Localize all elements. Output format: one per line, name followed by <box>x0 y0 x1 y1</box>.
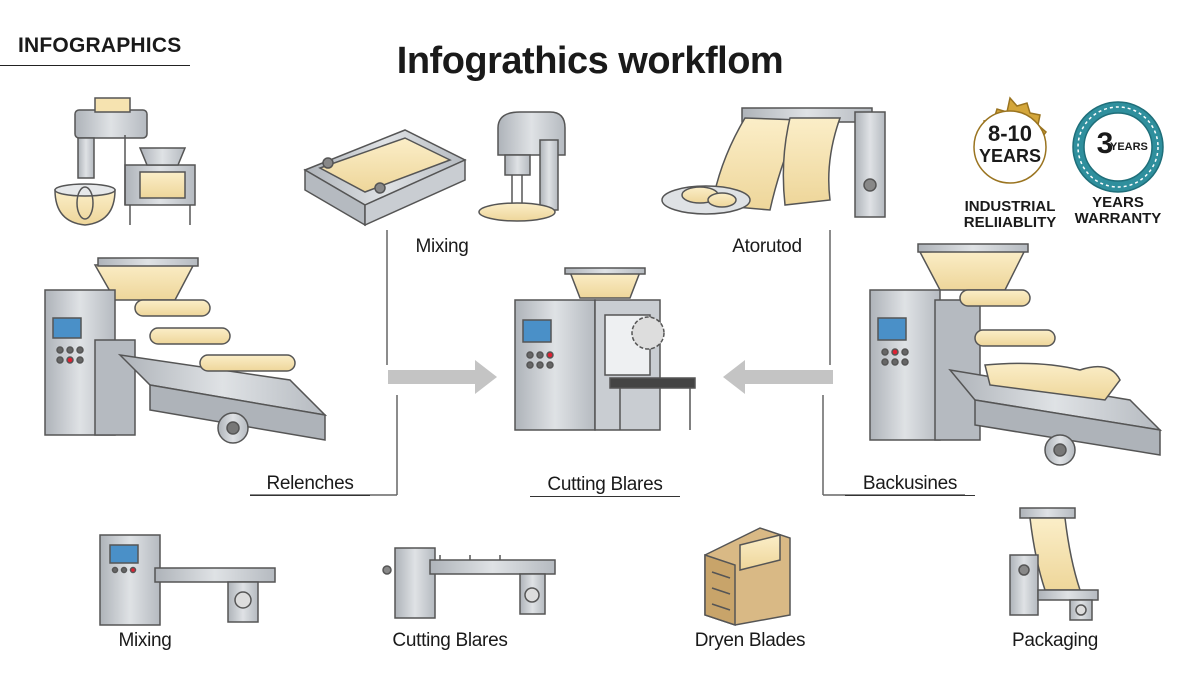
seal-gold-years-value: 8-10 <box>987 121 1033 146</box>
seal-teal-unit: YEARS <box>1110 141 1148 153</box>
label-backusines: Backusines <box>845 473 975 496</box>
cutter-machine-icon <box>514 267 696 431</box>
dryer-cabinet-icon <box>704 527 791 627</box>
label-mixing-top: Mixing <box>415 236 469 257</box>
seal-gold-caption-2: RELIIABLITY <box>963 214 1057 231</box>
label-mixing-bottom: Mixing <box>118 630 172 651</box>
label-cutting-blares-bottom: Cutting Blares <box>392 630 508 651</box>
seal-gold-years-unit: YEARS <box>978 146 1041 166</box>
seal-gold-caption-1: INDUSTRIAL <box>964 198 1056 215</box>
hand-mixer-icon <box>478 111 566 222</box>
label-relenches: Relenches <box>250 473 370 496</box>
arrow-left <box>723 360 833 394</box>
seal-teal-caption-2: WARRANTY <box>1074 210 1162 227</box>
cutter-conveyor-icon <box>382 547 556 619</box>
flow-arrows <box>388 360 833 394</box>
seal-teal-caption-1: YEARS <box>1092 194 1144 211</box>
warranty-seal <box>1072 101 1164 193</box>
sheet-dryer-icon <box>661 107 886 218</box>
label-packaging: Packaging <box>1011 630 1099 651</box>
page-title: Infograthics workflom <box>396 40 784 82</box>
label-atorutod: Atorutod <box>732 236 802 257</box>
packaging-machine-icon <box>1009 507 1099 621</box>
reliability-seal <box>973 96 1048 184</box>
corner-tag: INFOGRAPHICS <box>0 34 190 66</box>
roller-line-right-icon <box>869 243 1163 466</box>
mixer-conveyor-icon <box>99 534 276 626</box>
roller-line-left-icon <box>44 257 328 444</box>
seal-teal-number: 3 <box>1096 127 1114 160</box>
sheet-tray-icon <box>303 129 467 227</box>
label-dryen-blades: Dryen Blades <box>694 630 806 651</box>
mixer-station-icon <box>54 97 196 226</box>
arrow-right <box>388 360 497 394</box>
label-cutting-blares-center: Cutting Blares <box>530 474 680 497</box>
